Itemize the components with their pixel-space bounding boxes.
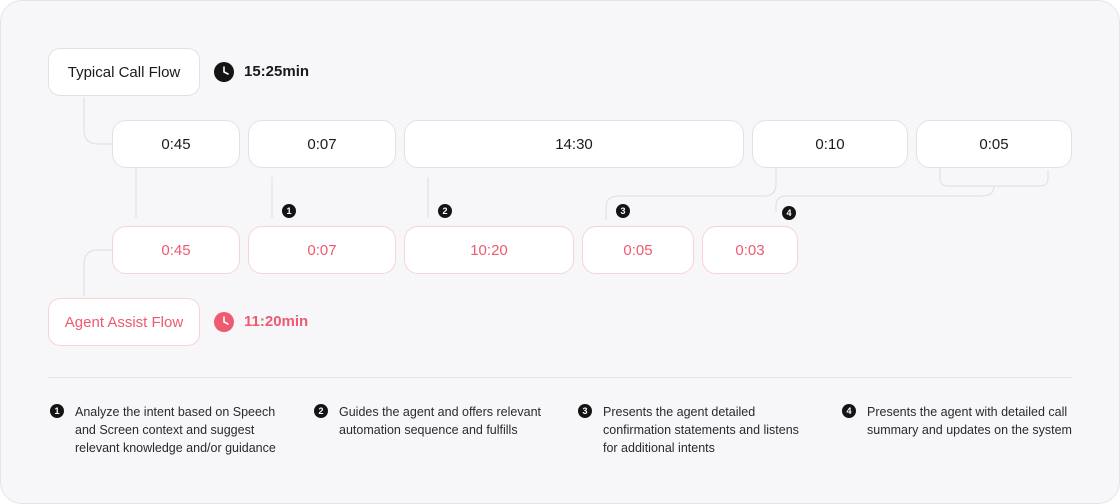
assist-segment: 10:20: [404, 226, 574, 274]
step-marker: 3: [616, 204, 630, 218]
note-number: 4: [842, 404, 856, 418]
typical-call-flow-label: Typical Call Flow: [48, 48, 200, 96]
note-item: 2 Guides the agent and offers relevant a…: [314, 403, 544, 439]
note-item: 1 Analyze the intent based on Speech and…: [50, 403, 280, 457]
typical-total-duration: 15:25min: [244, 63, 310, 80]
note-text: Presents the agent with detailed call su…: [867, 405, 1072, 437]
step-marker: 1: [282, 204, 296, 218]
divider: [48, 377, 1072, 378]
note-text: Analyze the intent based on Speech and S…: [75, 405, 276, 455]
clock-icon: [214, 312, 234, 332]
note-number: 1: [50, 404, 64, 418]
step-marker: 2: [438, 204, 452, 218]
note-item: 4 Presents the agent with detailed call …: [842, 403, 1072, 439]
agent-assist-flow-label: Agent Assist Flow: [48, 298, 200, 346]
step-marker: 4: [782, 206, 796, 220]
clock-icon: [214, 62, 234, 82]
typical-segment: 14:30: [404, 120, 744, 168]
typical-segment: 0:05: [916, 120, 1072, 168]
assist-segment: 0:07: [248, 226, 396, 274]
assist-segment: 0:05: [582, 226, 694, 274]
typical-segment: 0:07: [248, 120, 396, 168]
note-number: 3: [578, 404, 592, 418]
assist-total-duration: 11:20min: [244, 313, 309, 330]
typical-segment: 0:45: [112, 120, 240, 168]
typical-segment: 0:10: [752, 120, 908, 168]
note-text: Presents the agent detailed confirmation…: [603, 405, 799, 455]
note-item: 3 Presents the agent detailed confirmati…: [578, 403, 808, 457]
note-text: Guides the agent and offers relevant aut…: [339, 405, 541, 437]
assist-segment: 0:03: [702, 226, 798, 274]
assist-segment: 0:45: [112, 226, 240, 274]
note-number: 2: [314, 404, 328, 418]
